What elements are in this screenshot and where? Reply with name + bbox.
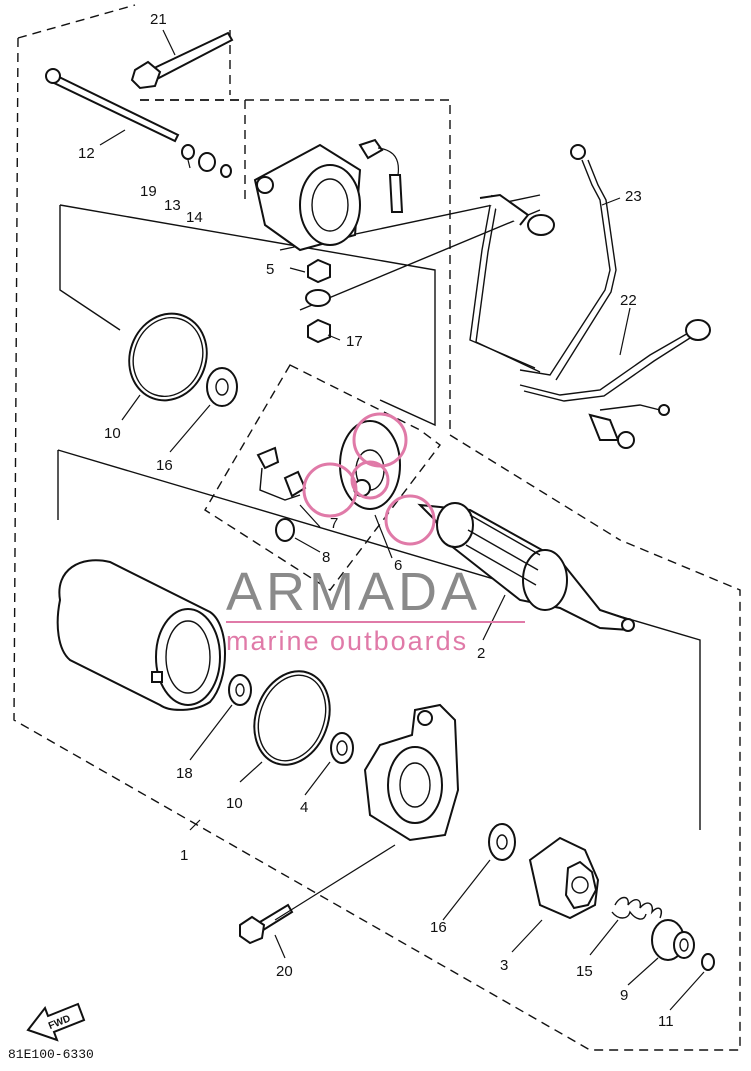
armature-2 [417, 502, 635, 632]
label-21: 21 [150, 11, 167, 28]
label-16-lower: 16 [430, 919, 447, 936]
label-4: 4 [300, 799, 308, 816]
label-8: 8 [322, 549, 330, 566]
label-11: 11 [658, 1013, 674, 1030]
label-22: 22 [620, 292, 637, 309]
armada-watermark: ARMADA marine outboards [226, 412, 525, 656]
label-12: 12 [78, 145, 95, 162]
oring-14 [220, 164, 232, 178]
label-3: 3 [500, 957, 508, 974]
front-cover [363, 703, 460, 842]
through-bolt-12 [45, 68, 180, 143]
label-2: 2 [477, 645, 485, 662]
stopper-9 [651, 919, 695, 961]
washer-16-lower [488, 823, 516, 861]
washer-5b [305, 289, 331, 307]
watermark-emblem [302, 412, 436, 546]
washer-16-upper [206, 367, 238, 407]
rear-cover [253, 138, 404, 252]
clip-11 [701, 953, 715, 971]
spring-15 [611, 896, 662, 920]
label-7: 7 [330, 515, 338, 532]
watermark-tagline: marine outboards [226, 626, 468, 656]
washer-18 [228, 674, 252, 706]
label-19: 19 [140, 183, 157, 200]
label-16-upper: 16 [156, 457, 173, 474]
bearing-4 [330, 732, 354, 764]
part-labels: 21 12 19 13 14 5 17 23 22 10 16 7 8 6 2 … [78, 11, 674, 1030]
clip-8 [275, 518, 295, 542]
bolt-20 [239, 903, 294, 945]
label-15: 15 [576, 963, 593, 980]
label-9: 9 [620, 987, 628, 1004]
grouping-lines [57, 194, 701, 830]
label-10-upper: 10 [104, 425, 121, 442]
label-18: 18 [176, 765, 193, 782]
label-6: 6 [394, 557, 402, 574]
label-23: 23 [625, 188, 642, 205]
oring-10-upper [128, 312, 208, 402]
cable-23 [469, 144, 617, 381]
leader-lines [99, 29, 705, 1011]
label-13: 13 [164, 197, 181, 214]
lead-wire-22 [519, 319, 711, 449]
label-17: 17 [346, 333, 363, 350]
watermark-brand: ARMADA [226, 562, 481, 622]
brush-holder-7 [256, 446, 307, 501]
label-20: 20 [276, 963, 293, 980]
collar-13 [198, 152, 216, 172]
nut-17 [307, 318, 331, 344]
nut-5 [307, 258, 331, 284]
label-1: 1 [180, 847, 188, 864]
pinion-3 [528, 836, 600, 920]
label-10-lower: 10 [226, 795, 243, 812]
label-5: 5 [266, 261, 274, 278]
label-14: 14 [186, 209, 203, 226]
fwd-arrow: FWD [26, 1002, 86, 1042]
assembly-boundary [13, 4, 741, 1051]
yoke-housing [56, 559, 226, 711]
drawing-code: 81E100-6330 [8, 1047, 94, 1062]
washer-19 [181, 144, 195, 160]
oring-10-lower [253, 670, 331, 766]
bolt-21 [130, 31, 234, 90]
